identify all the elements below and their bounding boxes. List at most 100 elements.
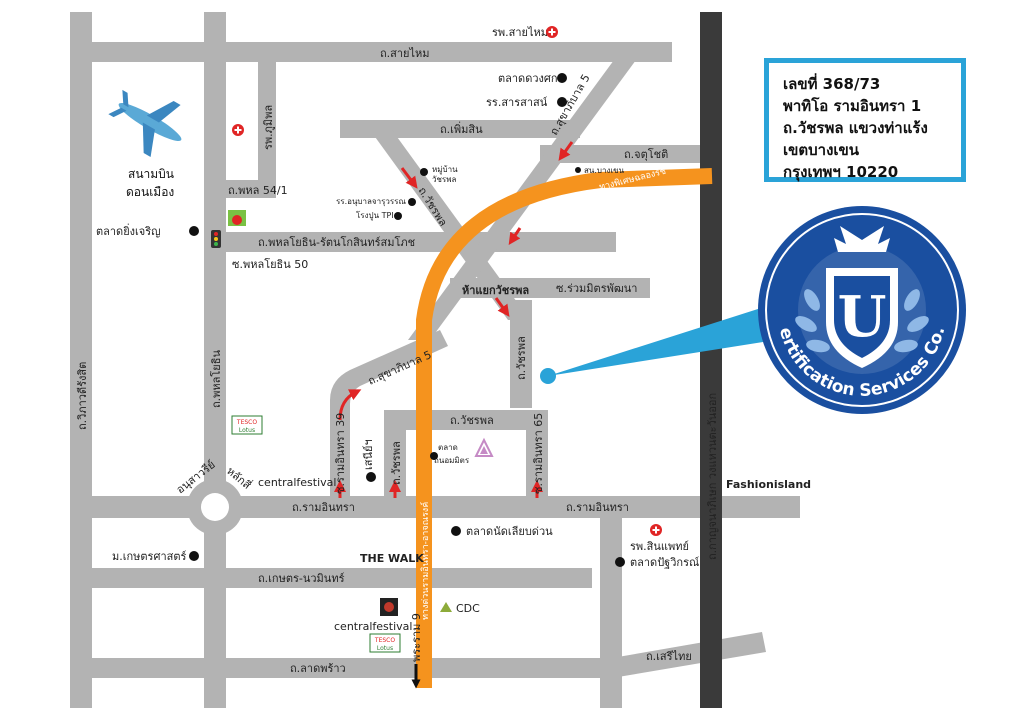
label-vibhavadi: ถ.วิภาวดีรังสิต [76, 362, 89, 430]
label-cdc: CDC [456, 602, 480, 615]
road-seri-thai [612, 632, 766, 678]
label-sarasas: รร.สารสาสน์ [486, 96, 548, 109]
label-talad-patchawikorn: ตลาดปัฐวิกรณ์ [630, 556, 699, 569]
office-location-marker[interactable] [540, 368, 556, 384]
place-marker [615, 557, 625, 567]
label-lat-phrao: ถ.ลาดพร้าว [290, 662, 346, 675]
hospital-icon [546, 26, 558, 38]
road-ring-road [700, 12, 722, 708]
direction-arrow [494, 297, 510, 317]
label-phahon-54-1: ถ.พหล 54/1 [228, 184, 288, 197]
label-school-anuban: รร.อนุบาลจารุวรรณ [336, 197, 406, 206]
road-bhumibol [258, 42, 276, 184]
place-marker [575, 167, 581, 173]
road-chatuchot [540, 145, 700, 163]
label-central-festival-2: centralfestival [334, 620, 412, 633]
label-chatuchot: ถ.จตุโชติ [624, 147, 668, 161]
tesco-text: TESCO [374, 637, 395, 644]
label-sinphaet: รพ.สินแพทย์ [630, 540, 689, 553]
road-ram-inthra [92, 496, 800, 518]
road-network [70, 12, 800, 708]
label-soi-ram-65: ซ.รามอินทรา 65 [532, 413, 545, 494]
label-ram-inthra-left: ถ.รามอินทรา [292, 501, 355, 514]
hospital-icon [650, 524, 662, 536]
place-marker [451, 526, 461, 536]
label-rama-9: พระราม 9 [410, 613, 423, 662]
place-marker [366, 472, 376, 482]
road-kaset-nawamin [92, 568, 592, 588]
label-watcharaphon-lower: ถ.วัชรพล [450, 414, 494, 427]
label-ram-inthra-right: ถ.รามอินทรา [566, 501, 629, 514]
label-ring-road: ถ.กาญจนาภิเษก วงแหวนตะวันออก [706, 393, 719, 560]
place-marker [557, 73, 567, 83]
airplane-icon [108, 89, 182, 157]
place-marker [189, 551, 199, 561]
logo-letter: U [838, 284, 887, 350]
label-phahonyothin: ถ.พหลโยธิน [209, 350, 223, 408]
direction-arrow [508, 227, 522, 245]
roundabout-center [201, 493, 229, 521]
address-box: เลขที่ 368/73 พาทิโอ รามอินทรา 1 ถ.วัชรพ… [764, 58, 966, 182]
place-marker [408, 198, 416, 206]
road-soi-ram-65 [526, 410, 548, 498]
label-bhumibol-road: รพ.ภูมิพล [262, 105, 275, 150]
address-line-3: ถ.วัชรพล แขวงท่าแร้ง [783, 119, 928, 137]
road-watcharaphon-vert [384, 410, 406, 498]
road-phoem-sin [340, 120, 580, 138]
label-seri-thai: ถ.เสรีไทย [646, 650, 692, 663]
label-kaset-nawamin: ถ.เกษตร-นวมินทร์ [258, 572, 345, 585]
cdc-logo [440, 602, 452, 612]
traffic-light-icon [211, 230, 221, 248]
label-watcharaphon-intersection: ห้าแยกวัชรพล [462, 284, 529, 297]
tesco-lotus-logo: TESCO Lotus [369, 633, 401, 653]
label-kasetsart: ม.เกษตรศาสตร์ [112, 550, 186, 563]
road-lat-phrao [92, 658, 612, 678]
label-talad-nat: ตลาดนัดเลียบด่วน [466, 525, 553, 538]
label-don-mueang-2: ดอนเมือง [126, 185, 174, 199]
label-talad-dongsakorn: ตลาดดวงศกร [498, 72, 564, 85]
place-marker [394, 212, 402, 220]
label-tpi: โรงปูน TPI [356, 210, 394, 221]
brand-logo [474, 437, 494, 457]
address-line-5: กรุงเทพฯ 10220 [783, 163, 899, 181]
label-soi-ram-39: ซ.รามอินทรา 39 [334, 413, 347, 494]
tesco-text: TESCO [236, 419, 257, 426]
direction-arrow [558, 141, 574, 161]
place-marker [430, 452, 438, 460]
crown-icon [834, 226, 890, 252]
road-watcharaphon-right [510, 300, 532, 408]
big-c-logo [228, 210, 246, 226]
expressway-route [416, 168, 713, 688]
label-police-station: สน.บางเขน [584, 166, 625, 175]
label-talad-nonmongkol-2: ถนอมมิตร [434, 456, 470, 465]
address-line-1: เลขที่ 368/73 [783, 75, 881, 93]
place-marker [557, 97, 567, 107]
label-talad-nonmongkol-1: ตลาด [438, 443, 458, 452]
label-sai-mai-hospital: รพ.สายไหม [492, 26, 548, 39]
lotus-text: Lotus [377, 645, 393, 652]
label-don-mueang-1: สนามบิน [128, 167, 174, 181]
label-the-walk: THE WALK [360, 552, 424, 565]
location-pointer [548, 302, 788, 376]
label-fashion-island: Fashionisland [726, 478, 811, 491]
road-sukhaphiban-5-curve [330, 330, 448, 498]
brand-logo [380, 598, 398, 616]
label-watcharaphon-right: ถ.วัชรพล [515, 336, 528, 380]
lotus-text: Lotus [239, 427, 255, 434]
label-soi-phahon-50: ซ.พหลโยธิน 50 [232, 257, 308, 271]
hospital-icon [232, 124, 244, 136]
label-soi-sennikhom: เสนีย์ฯ [362, 439, 375, 470]
label-phahon-rattanakosin: ถ.พหลโยธิน-รัตนโกสินทร์สมโภช [258, 235, 415, 249]
label-phoem-sin: ถ.เพิ่มสิน [440, 121, 483, 136]
road-phahon-54-1 [226, 180, 276, 198]
label-talad-ying-charoen: ตลาดยิ่งเจริญ [96, 223, 161, 238]
label-central-festival-1: centralfestival [258, 476, 336, 489]
label-village-2: วัชรพล [432, 175, 456, 184]
place-marker [189, 226, 199, 236]
place-marker [420, 168, 428, 176]
direction-arrow [338, 389, 362, 421]
road-east-vert [600, 518, 622, 708]
road-vibhavadi [70, 12, 92, 708]
